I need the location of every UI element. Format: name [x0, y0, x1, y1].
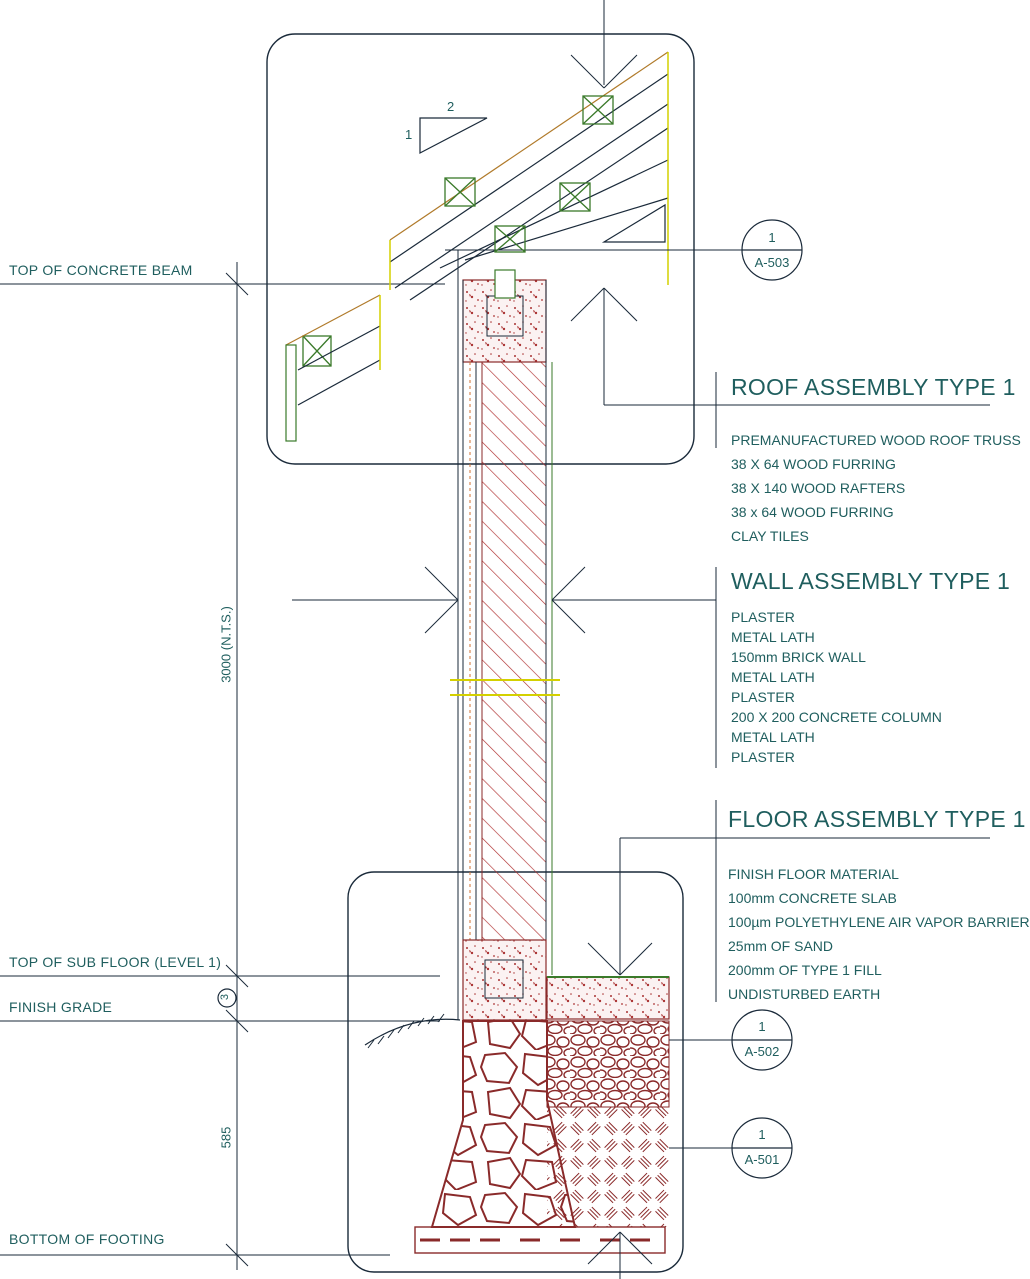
level-finish-grade: FINISH GRADE [9, 999, 113, 1015]
floor-item: FINISH FLOOR MATERIAL [728, 866, 899, 882]
wall-item: METAL LATH [731, 629, 815, 645]
roof-item: 38 x 64 WOOD FURRING [731, 504, 894, 520]
roof-assembly-title: ROOF ASSEMBLY TYPE 1 [731, 374, 1016, 400]
level-bottom-of-footing: BOTTOM OF FOOTING [9, 1231, 165, 1247]
wall-section [450, 250, 560, 1021]
roof-detail-boundary [266, 33, 695, 465]
ref-a502-sheet: A-502 [744, 1044, 780, 1059]
roof-assembly-list: PREMANUFACTURED WOOD ROOF TRUSS 38 X 64 … [731, 428, 1021, 548]
ref-a503-number: 1 [768, 230, 776, 245]
roof-item: 38 X 140 WOOD RAFTERS [731, 480, 906, 496]
roof-item: PREMANUFACTURED WOOD ROOF TRUSS [731, 432, 1021, 448]
reference-bubbles [217, 219, 803, 1179]
wall-item: PLASTER [731, 749, 795, 765]
level-lines [0, 283, 445, 1256]
slope-rise: 1 [405, 127, 413, 142]
ref-a501-sheet: A-501 [744, 1152, 780, 1167]
slope-run: 2 [447, 99, 455, 114]
floor-item: 100mm CONCRETE SLAB [728, 890, 897, 906]
wall-item: METAL LATH [731, 669, 815, 685]
leaders [292, 0, 990, 1279]
wall-assembly-title: WALL ASSEMBLY TYPE 1 [731, 568, 1011, 594]
wall-item: PLASTER [731, 689, 795, 705]
wall-item: PLASTER [731, 609, 795, 625]
wall-section-drawing [0, 0, 990, 1279]
wall-item: 200 X 200 CONCRETE COLUMN [731, 709, 942, 725]
floor-item: UNDISTURBED EARTH [728, 986, 881, 1002]
dimension-footing-depth: 585 [218, 1126, 234, 1149]
floor-item: 200mm OF TYPE 1 FILL [728, 962, 882, 978]
wall-item: METAL LATH [731, 729, 815, 745]
ref-a503-sheet: A-503 [754, 255, 790, 270]
floor-assembly-list: FINISH FLOOR MATERIAL 100mm CONCRETE SLA… [728, 862, 1030, 1006]
wall-assembly-list: PLASTER METAL LATH 150mm BRICK WALL META… [731, 607, 942, 767]
stone-footing [364, 1013, 666, 1254]
floor-assembly-title: FLOOR ASSEMBLY TYPE 1 [728, 806, 1026, 832]
dimension-marker: 3 [219, 993, 232, 1001]
wall-item: 150mm BRICK WALL [731, 649, 866, 665]
roof-item: 38 X 64 WOOD FURRING [731, 456, 896, 472]
ref-a501-number: 1 [758, 1127, 766, 1142]
dimension-overall-height: 3000 (N.T.S.) [218, 606, 234, 683]
level-top-of-sub-floor: TOP OF SUB FLOOR (LEVEL 1) [9, 954, 222, 970]
floor-item: 100µm POLYETHYLENE AIR VAPOR BARRIER [728, 914, 1030, 930]
roof-item: CLAY TILES [731, 528, 809, 544]
floor-assembly [546, 976, 670, 1227]
vertical-dimension [225, 262, 249, 1270]
floor-item: 25mm OF SAND [728, 938, 834, 954]
ref-a502-number: 1 [758, 1019, 766, 1034]
roof-assembly-drawing [285, 51, 669, 442]
level-top-of-concrete-beam: TOP OF CONCRETE BEAM [9, 262, 193, 278]
